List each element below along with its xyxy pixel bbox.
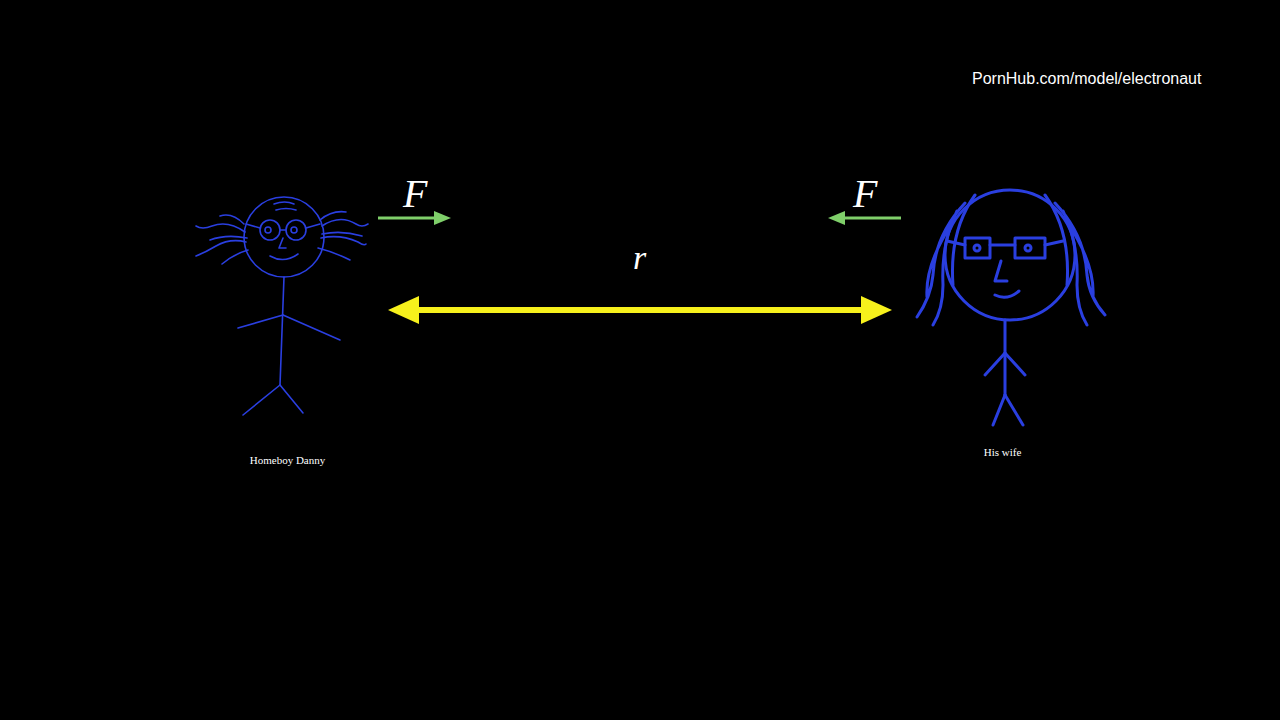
distance-arrow [388, 296, 892, 324]
figure-caption: His wife [895, 446, 1110, 458]
figure-caption: Homeboy Danny [190, 454, 385, 466]
figure-drawing [895, 185, 1110, 465]
figure-drawing [190, 190, 385, 475]
watermark: PornHub.com/model/electronaut [972, 70, 1201, 88]
stick-figure: Homeboy Danny [190, 190, 385, 475]
force-label: F [403, 170, 427, 217]
force-label: F [853, 170, 877, 217]
stick-figure: His wife [895, 185, 1110, 465]
distance-label: r [633, 239, 646, 277]
